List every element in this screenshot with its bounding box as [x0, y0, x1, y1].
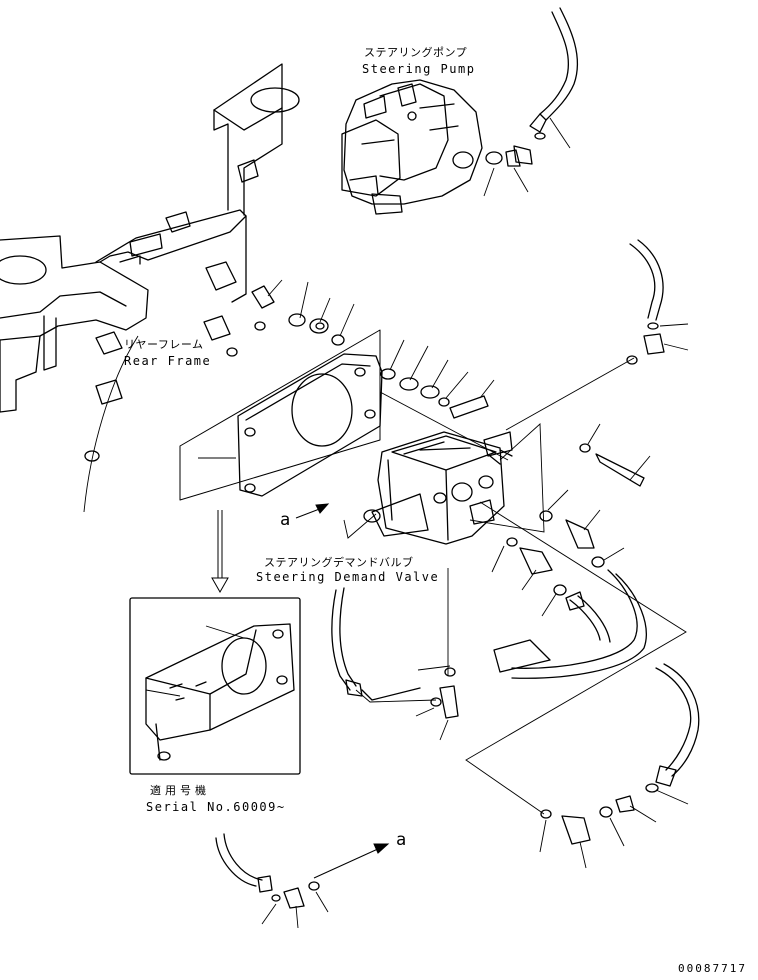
left-hose-fitting: [331, 587, 459, 719]
pump-suction-hose: [485, 7, 578, 167]
rear-frame: [0, 63, 300, 462]
bottom-hose: [215, 833, 320, 909]
mounting-bracket: [237, 353, 383, 497]
steering-valve-label-jp: ステアリングデマンドバルブ: [264, 556, 414, 569]
upper-right-hose: [626, 239, 665, 365]
serial-label-jp: 適用号機: [150, 784, 210, 797]
leader-lines: [83, 117, 689, 929]
arrow-a-label-bottom: a: [396, 830, 407, 850]
steering-pump-label-en: Steering Pump: [362, 62, 476, 76]
rear-frame-label-en: Rear Frame: [124, 354, 212, 368]
serial-label-en: Serial No.60009~: [146, 800, 286, 814]
washers: [226, 285, 591, 453]
steering-valve-label-en: Steering Demand Valve: [256, 570, 440, 584]
rear-frame-label-jp: リヤーフレーム: [124, 338, 204, 351]
drawing-number: 00087717: [678, 962, 747, 975]
arrows: [211, 503, 390, 879]
bolts: [449, 395, 645, 487]
steering-pump: [341, 79, 483, 215]
steering-pump-label-jp: ステアリングポンプ: [364, 46, 468, 59]
steering-demand-valve: [363, 431, 513, 545]
arrow-a-label-top: a: [280, 510, 291, 530]
lower-right-hose: [540, 663, 700, 845]
serial-inset: [129, 597, 301, 775]
valve-fittings: [493, 510, 647, 679]
